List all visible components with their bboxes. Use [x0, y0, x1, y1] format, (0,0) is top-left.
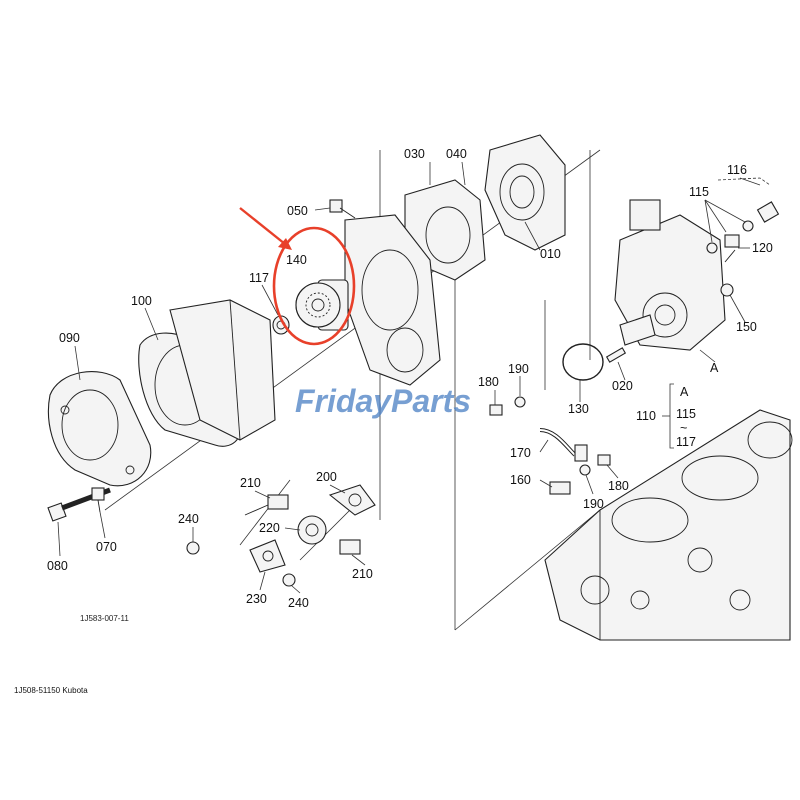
- label-110: 110: [636, 409, 656, 423]
- label-A: A: [710, 361, 719, 375]
- label-030: 030: [404, 147, 425, 161]
- part-210-shaft-lower: [339, 539, 361, 555]
- label-160: 160: [510, 473, 531, 487]
- watermark-logo: FridayParts: [295, 383, 471, 419]
- part-plate: [344, 214, 441, 386]
- part-020-stud: [605, 347, 627, 363]
- part-190-washer-lower: [579, 464, 591, 476]
- engine-block: [544, 409, 793, 641]
- label-150: 150: [736, 320, 757, 334]
- part-230-bracket: [249, 539, 286, 573]
- label-115: 115: [689, 185, 709, 199]
- highlight-arrowhead: [278, 238, 292, 250]
- label-116: 116: [727, 163, 747, 177]
- label-210-lower: 210: [352, 567, 373, 581]
- range-mid: 115: [676, 407, 696, 421]
- part-050-bolt: [329, 199, 356, 219]
- range-tilde: ~: [680, 421, 687, 435]
- part-240-nut-lower: [282, 573, 296, 587]
- label-170: 170: [510, 446, 531, 460]
- label-120: 120: [752, 241, 773, 255]
- part-090-cover: [47, 371, 152, 487]
- highlight-140: [239, 207, 356, 346]
- part-010-flange: [484, 134, 566, 251]
- gear-housing: [169, 299, 276, 441]
- part-210-shaft-upper: [244, 494, 289, 516]
- label-240-upper: 240: [178, 512, 199, 526]
- part-200-bracket: [328, 484, 376, 516]
- part-180-bolt-upper: [489, 404, 503, 416]
- label-070: 070: [96, 540, 117, 554]
- label-190-lower: 190: [583, 497, 604, 511]
- part-220-gear: [297, 515, 327, 545]
- caption: 1J508-51150 Kubota: [14, 686, 88, 695]
- highlight-arrow: [239, 207, 286, 245]
- label-200: 200: [316, 470, 337, 484]
- bracket-116: [717, 177, 771, 186]
- part-labels: 030 040 050 010 140 117 100 090 116 115 …: [47, 147, 773, 610]
- label-190-upper: 190: [508, 362, 529, 376]
- part-070-bolt: [91, 487, 105, 513]
- range-bracket-110: A 115 ~ 117: [662, 383, 696, 449]
- part-130-o-ring: [562, 343, 604, 381]
- label-140: 140: [286, 253, 307, 267]
- label-117: 117: [249, 271, 269, 285]
- label-240-lower: 240: [288, 596, 309, 610]
- label-180-upper: 180: [478, 375, 499, 389]
- label-050: 050: [287, 204, 308, 218]
- label-220: 220: [259, 521, 280, 535]
- part-170-pipe: [539, 428, 588, 462]
- label-020: 020: [612, 379, 633, 393]
- label-130: 130: [568, 402, 589, 416]
- fuel-injection-pump: [614, 199, 726, 351]
- part-150-nut: [720, 283, 734, 297]
- label-040: 040: [446, 147, 467, 161]
- highlight-circle: [272, 226, 356, 346]
- label-210-upper: 210: [240, 476, 261, 490]
- part-160-fitting: [549, 481, 571, 495]
- part-180-bolt-lower: [597, 454, 611, 466]
- label-100: 100: [131, 294, 152, 308]
- part-140-idle-gear: [295, 279, 349, 331]
- label-080: 080: [47, 559, 68, 573]
- part-240-nut-upper: [186, 541, 200, 555]
- drawing-code: 1J583-007-11: [80, 614, 129, 623]
- range-bottom: 117: [676, 435, 696, 449]
- label-180-lower: 180: [608, 479, 629, 493]
- part-115-fittings: [706, 201, 780, 263]
- label-090: 090: [59, 331, 80, 345]
- label-010: 010: [540, 247, 561, 261]
- range-top: A: [680, 385, 689, 399]
- part-190-washer-upper: [514, 396, 526, 408]
- label-230: 230: [246, 592, 267, 606]
- leader-lines: [57, 161, 761, 594]
